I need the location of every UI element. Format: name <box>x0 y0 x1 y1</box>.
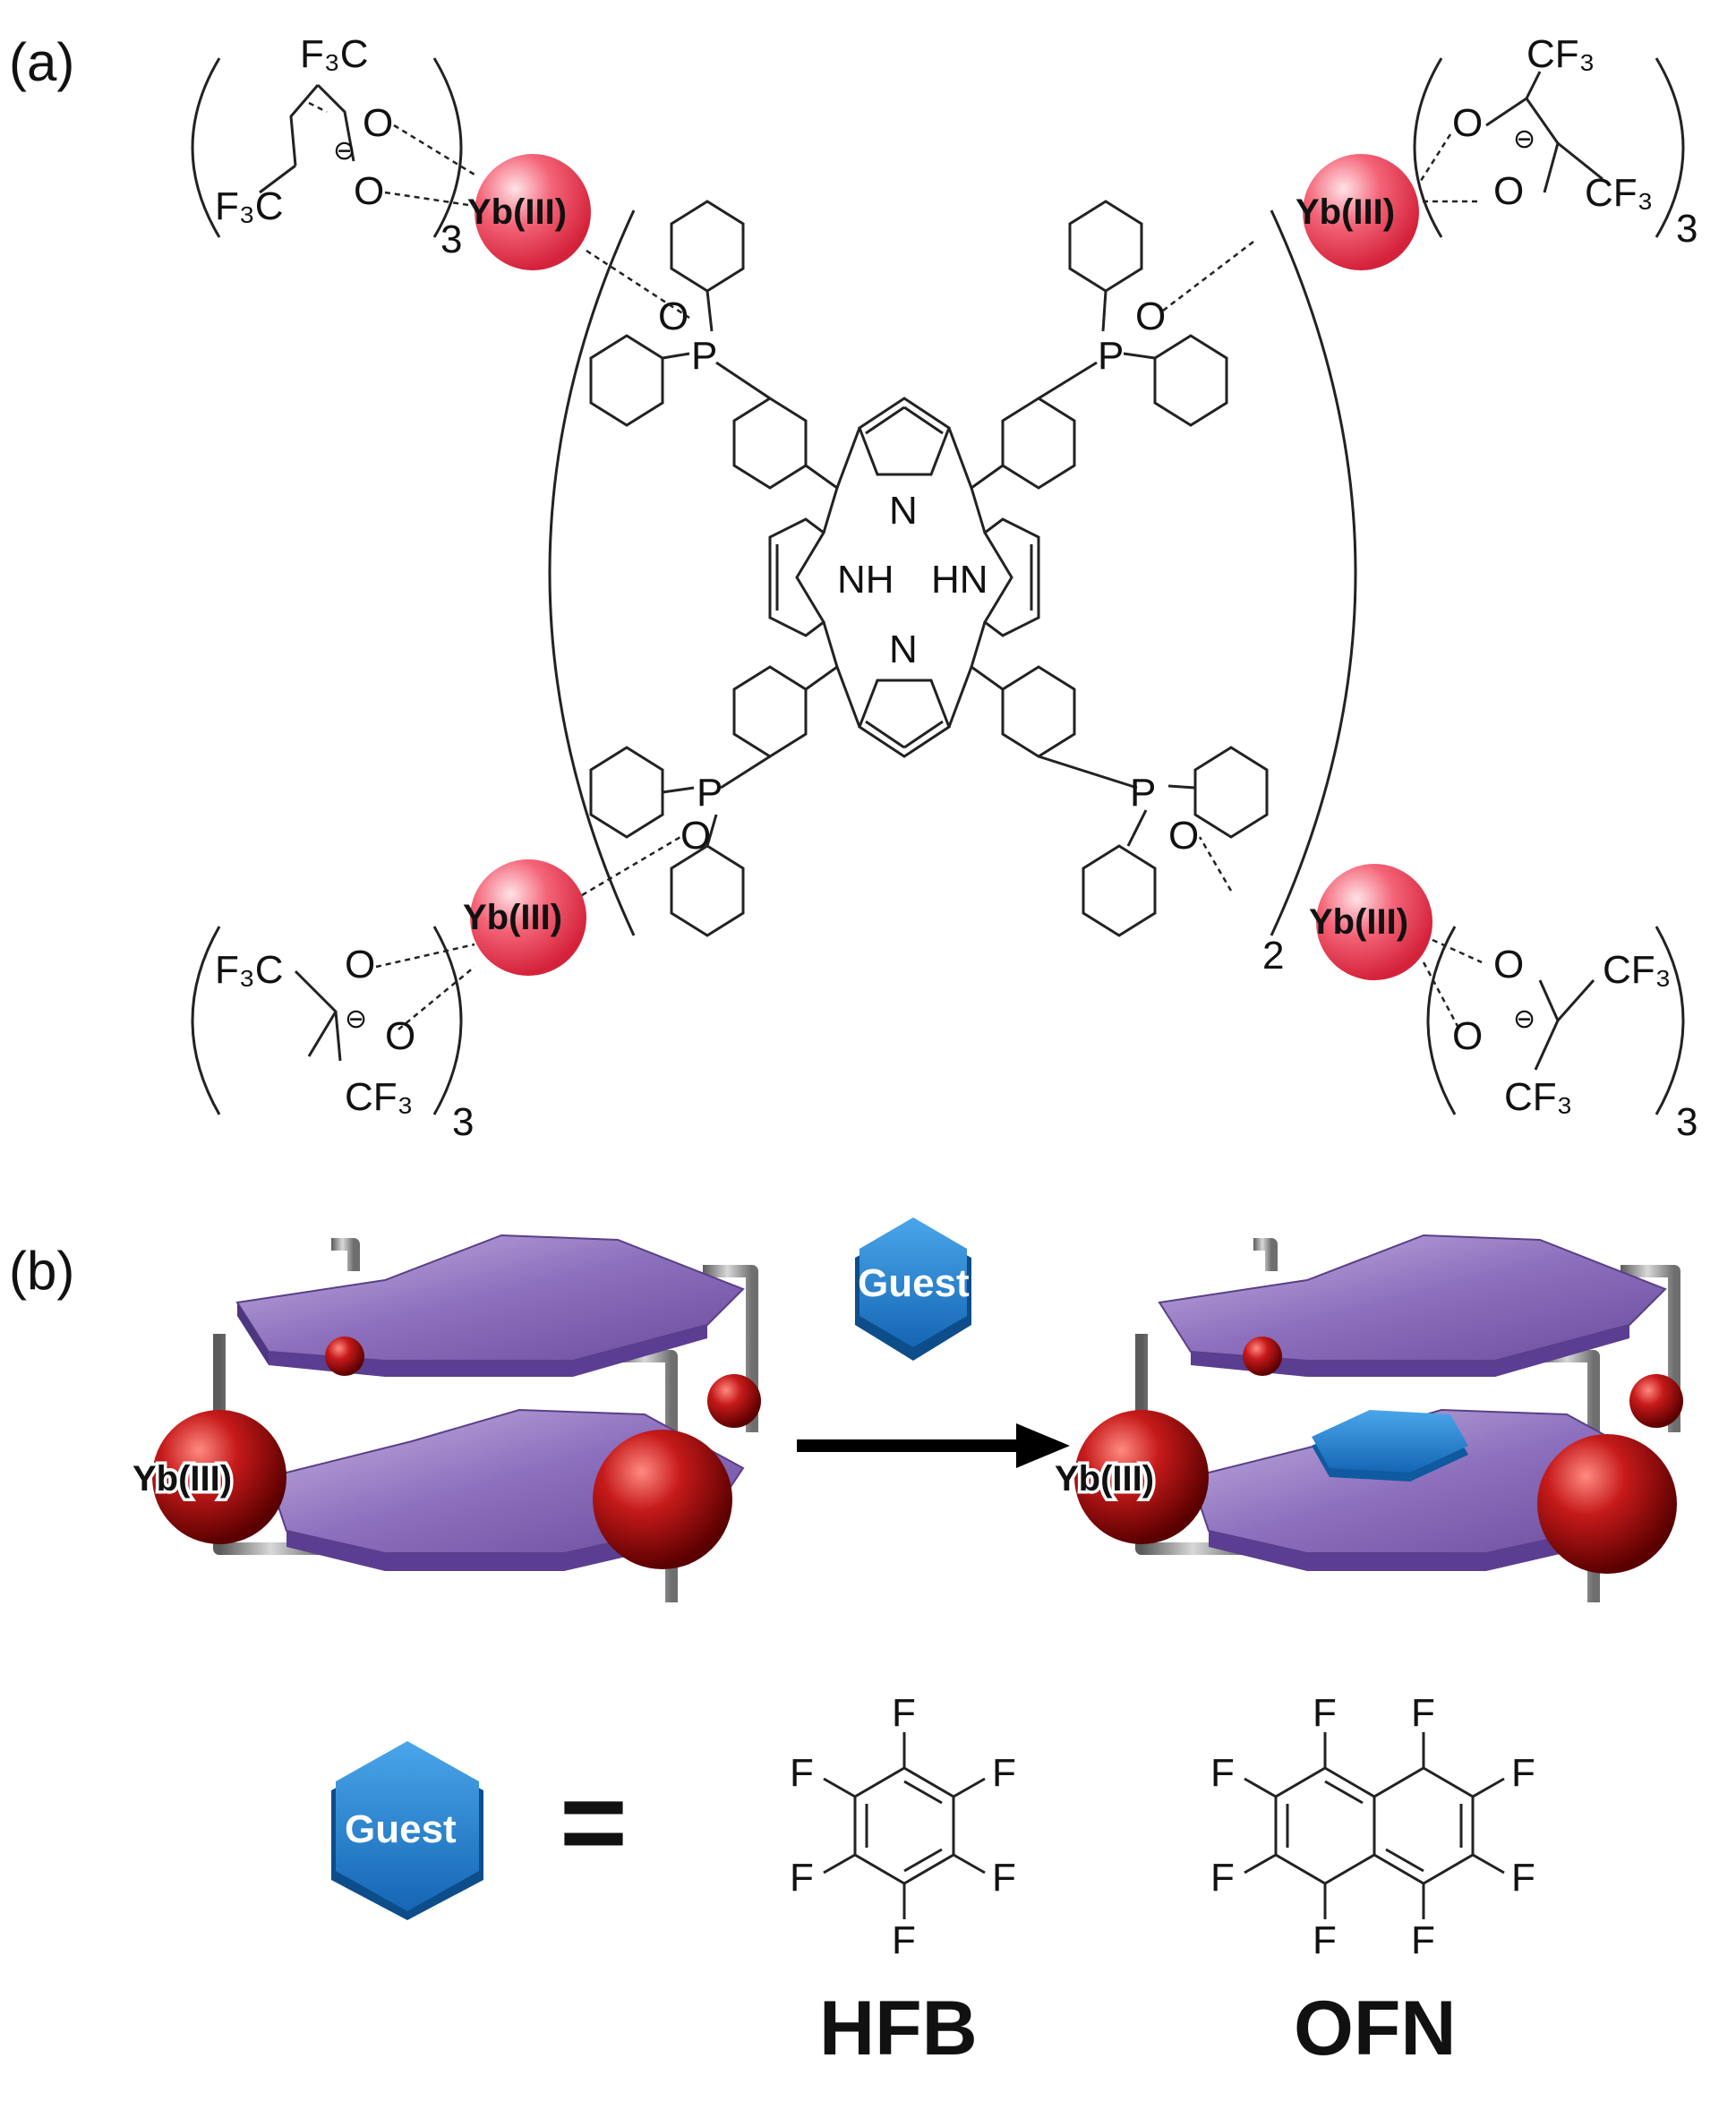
guest-plate-inside <box>1312 1410 1468 1473</box>
ligand-tr-subscript: 3 <box>1676 207 1698 251</box>
oxygen-bottom-left: O <box>680 814 711 858</box>
ligand-tr-charge: ⊖ <box>1513 124 1535 154</box>
red-sphere-small <box>707 1374 761 1428</box>
hfac-ligand-top-right <box>1413 57 1685 238</box>
porphyrin-core <box>768 397 1040 758</box>
porphyrin-bracket-right <box>1270 209 1357 936</box>
yb-sphere-top-left <box>475 154 591 270</box>
hfb-f4: F <box>892 1918 916 1962</box>
hfb-structure <box>823 1732 986 1919</box>
phosphorus-top-left: P <box>691 334 717 378</box>
porphyrin-n-bottom: N <box>889 628 918 671</box>
yb-sphere-bottom-right <box>1316 864 1432 980</box>
hfb-f5: F <box>790 1856 814 1900</box>
porphyrin-hn: HN <box>931 558 988 602</box>
hfac-ligand-bottom-left <box>191 926 475 1115</box>
ligand-tl-f3c-top: F₃C <box>300 32 369 76</box>
ligand-tl-f3c-bottom: F₃C <box>215 184 284 228</box>
compound-name-hfb: HFB <box>819 1986 978 2071</box>
hfb-f1: F <box>892 1691 916 1735</box>
phosphorus-bottom-right: P <box>1130 771 1156 815</box>
reaction-arrow-head <box>1016 1423 1070 1468</box>
ligand-br-cf3-bottom: CF₃ <box>1504 1075 1573 1119</box>
phosphorus-bottom-left: P <box>697 771 723 815</box>
ofn-f8: F <box>1210 1751 1235 1795</box>
equals-sign: = <box>560 1756 628 1887</box>
oxygen-bottom-right: O <box>1168 814 1199 858</box>
ofn-f5: F <box>1411 1918 1435 1962</box>
hfb-f3: F <box>992 1856 1016 1900</box>
guest-label-top: Guest <box>858 1261 970 1305</box>
ligand-br-cf3-top: CF₃ <box>1603 948 1672 992</box>
phosphine-arm-bottom-left <box>589 665 808 937</box>
ligand-tl-o-top: O <box>363 101 393 145</box>
phosphine-arm-bottom-right <box>1001 665 1269 937</box>
ligand-tl-charge: ⊖ <box>333 136 355 166</box>
yb-sphere-top-right <box>1303 154 1419 270</box>
ligand-tr-cf3-bottom: CF₃ <box>1585 171 1654 215</box>
ligand-tl-o-bottom: O <box>354 169 384 213</box>
ligand-tr-o-top: O <box>1452 101 1483 145</box>
ofn-f4: F <box>1511 1856 1535 1900</box>
ligand-bl-f3c: F₃C <box>215 948 284 992</box>
ligand-tr-o-bottom: O <box>1493 169 1524 213</box>
yb-sphere-bottom-left <box>470 859 586 976</box>
hfb-f2: F <box>992 1751 1016 1795</box>
yb-label-top-right: Yb(III) <box>1296 192 1395 232</box>
phosphine-arm-top-right <box>1001 200 1228 490</box>
ligand-tr-cf3-top: CF₃ <box>1526 32 1595 76</box>
ligand-br-o-top: O <box>1493 943 1524 986</box>
phosphorus-top-right: P <box>1098 334 1124 378</box>
guest-label-legend: Guest <box>345 1807 457 1851</box>
ofn-f6: F <box>1313 1918 1337 1962</box>
ofn-f7: F <box>1210 1856 1235 1900</box>
guest-hexagon-legend <box>331 1741 483 1920</box>
hfac-ligand-top-left <box>191 57 475 238</box>
porphyrin-bracket-left <box>548 209 636 936</box>
ligand-bl-subscript: 3 <box>452 1100 474 1144</box>
yb-label-bottom-right: Yb(III) <box>1309 902 1408 942</box>
ofn-f1: F <box>1313 1691 1337 1735</box>
ligand-bl-o-bottom: O <box>385 1014 415 1058</box>
ofn-f2: F <box>1411 1691 1435 1735</box>
yb-label-top-left: Yb(III) <box>467 192 567 232</box>
guest-hexagon-top <box>855 1217 971 1361</box>
red-sphere-large <box>593 1430 732 1569</box>
phosphine-arm-top-left <box>589 200 808 490</box>
subscript-two: 2 <box>1262 934 1284 978</box>
ligand-tl-subscript: 3 <box>440 218 462 261</box>
cage-empty-yb-label: Yb(III) <box>133 1459 232 1499</box>
porphyrin-n-top: N <box>889 489 918 533</box>
ligand-bl-o-top: O <box>345 943 375 986</box>
compound-name-ofn: OFN <box>1294 1986 1457 2071</box>
cage-guest-yb-label: Yb(III) <box>1055 1459 1154 1499</box>
ligand-br-charge: ⊖ <box>1513 1004 1535 1034</box>
cage-with-guest <box>1074 1234 1683 1602</box>
red-sphere-yb <box>152 1410 286 1544</box>
hfb-f6: F <box>790 1751 814 1795</box>
ofn-f3: F <box>1511 1751 1535 1795</box>
ligand-bl-cf3: CF₃ <box>345 1075 414 1119</box>
ligand-br-o-bottom: O <box>1452 1014 1483 1058</box>
porphyrin-nh: NH <box>837 558 894 602</box>
ligand-br-subscript: 3 <box>1676 1100 1698 1144</box>
ligand-bl-charge: ⊖ <box>345 1004 367 1034</box>
yb-label-bottom-left: Yb(III) <box>463 898 562 937</box>
panel-b-label: (b) <box>9 1241 74 1301</box>
cage-empty <box>152 1234 761 1602</box>
oxygen-top-right: O <box>1135 295 1166 338</box>
hfac-ligand-bottom-right <box>1422 926 1685 1115</box>
panel-a-label: (a) <box>9 32 74 92</box>
ofn-structure <box>1244 1732 1505 1919</box>
